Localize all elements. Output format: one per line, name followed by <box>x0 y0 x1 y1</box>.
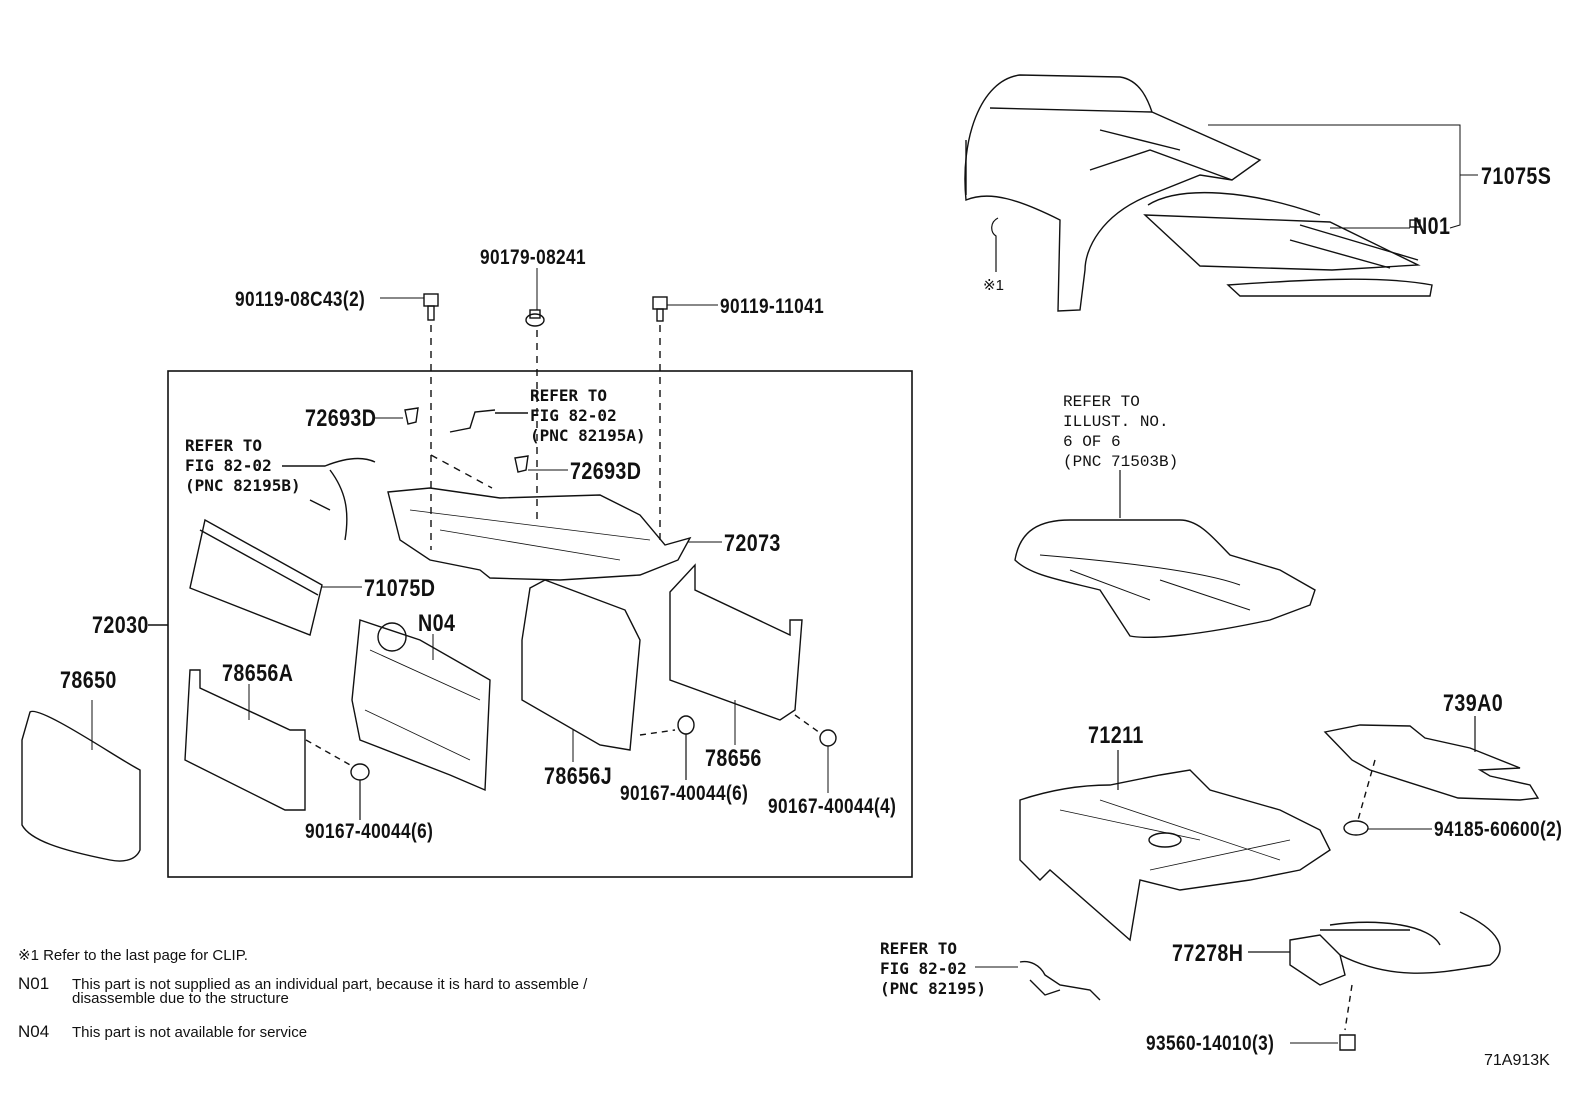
part-label-93560-14010[interactable]: 93560-14010(3) <box>1146 1032 1275 1055</box>
part-label-90167-40044-4[interactable]: 90167-40044(4) <box>768 795 897 818</box>
part-label-71075S[interactable]: 71075S <box>1481 163 1552 190</box>
note-key: N01 <box>18 974 50 993</box>
part-label-94185-60600[interactable]: 94185-60600(2) <box>1434 818 1563 841</box>
part-label-78656[interactable]: 78656 <box>705 745 762 772</box>
part-label-90167-40044-6a[interactable]: 90167-40044(6) <box>305 820 434 843</box>
note-text: Refer to the last page for CLIP. <box>43 947 248 964</box>
note-text-cont: disassemble due to the structure <box>72 990 289 1007</box>
part-label-78650[interactable]: 78650 <box>60 667 117 694</box>
harness-82195-drawing <box>975 960 1101 1001</box>
refer-to-82195A[interactable]: REFER TO FIG 82-02 (PNC 82195A) <box>530 386 646 445</box>
note-text: This part is not available for service <box>72 1024 308 1041</box>
group-box-72030 <box>167 370 913 878</box>
refer-to-71503B[interactable]: REFER TO ILLUST. NO. 6 OF 6 (PNC 71503B) <box>1063 393 1179 471</box>
note-N01: N01 This part is not supplied as an indiv… <box>18 974 588 1007</box>
part-label-739A0[interactable]: 739A0 <box>1443 690 1504 717</box>
part-label-71211[interactable]: 71211 <box>1088 722 1144 749</box>
clip-ref-mark: ※1 <box>983 277 1004 294</box>
part-label-90119-08C43[interactable]: 90119-08C43(2) <box>235 288 366 311</box>
note-text: This part is not supplied as an individu… <box>72 976 588 993</box>
seatback-cover-71075S-drawing <box>964 74 1478 312</box>
refer-to-82195B[interactable]: REFER TO FIG 82-02 (PNC 82195B) <box>185 436 301 495</box>
harness-77278H-drawing <box>1248 911 1501 1051</box>
part-label-90167-40044-6b[interactable]: 90167-40044(6) <box>620 782 749 805</box>
refer-to-82195[interactable]: REFER TO FIG 82-02 (PNC 82195) <box>880 939 986 998</box>
seat-frame-71211-drawing <box>1019 750 1331 942</box>
note-N04: N04 This part is not available for servic… <box>18 1022 307 1042</box>
part-label-71075D[interactable]: 71075D <box>364 575 436 602</box>
part-label-90179-08241[interactable]: 90179-08241 <box>480 246 587 269</box>
part-label-N01[interactable]: N01 <box>1413 213 1451 240</box>
part-label-78656J[interactable]: 78656J <box>544 763 613 790</box>
part-label-72073[interactable]: 72073 <box>724 530 781 557</box>
note-key: ※1 <box>18 947 39 964</box>
note-key: N04 <box>18 1022 50 1041</box>
group-label-72030[interactable]: 72030 <box>92 612 149 639</box>
part-label-77278H[interactable]: 77278H <box>1172 940 1244 967</box>
figure-id: 71A913K <box>1484 1052 1550 1069</box>
part-label-N04[interactable]: N04 <box>418 610 456 637</box>
part-label-78656A[interactable]: 78656A <box>222 660 294 687</box>
clip-icon <box>991 217 999 272</box>
note-clip: ※1 Refer to the last page for CLIP. <box>18 946 248 964</box>
part-label-72693D[interactable]: 72693D <box>570 458 642 485</box>
part-label-72693D[interactable]: 72693D <box>305 405 377 432</box>
inner-parts-drawing <box>21 407 837 862</box>
pad-739A0-drawing <box>1323 716 1540 836</box>
seat-cushion-drawing <box>1014 470 1316 638</box>
part-label-90119-11041[interactable]: 90119-11041 <box>720 295 825 318</box>
